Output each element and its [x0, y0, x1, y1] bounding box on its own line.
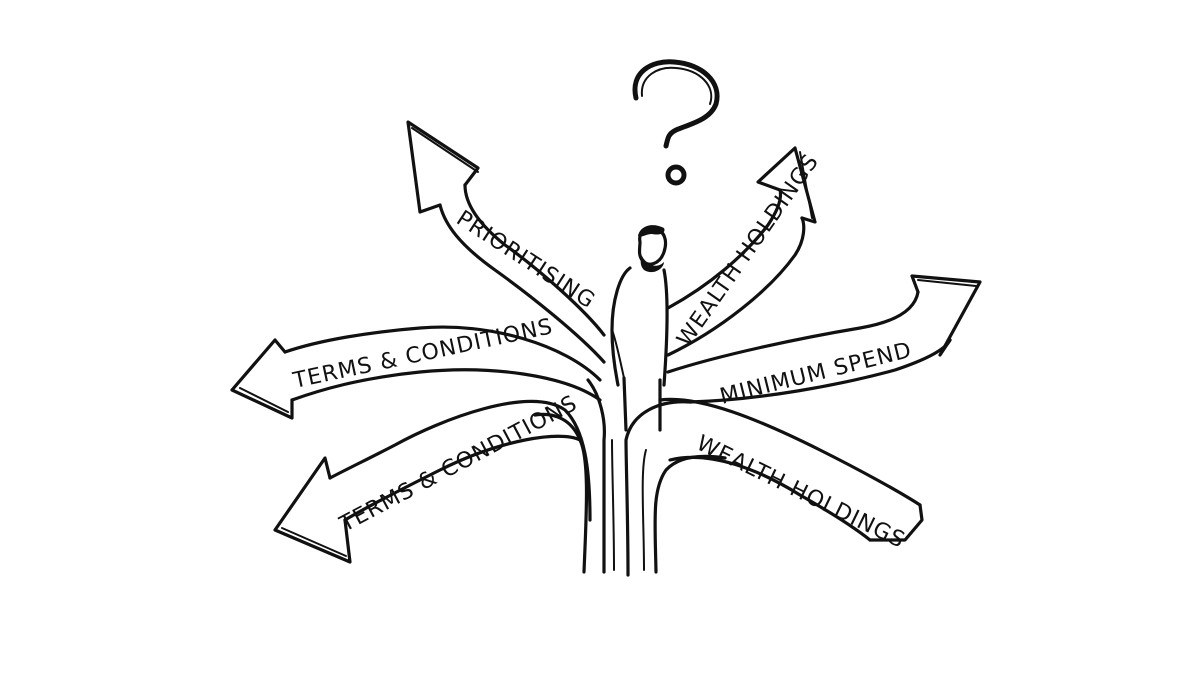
- person-figure: [610, 225, 669, 432]
- sign-label-wealth-bottom: WEALTH HOLDINGS: [692, 431, 909, 554]
- arrow-wealth-top: WEALTH HOLDINGS: [666, 146, 824, 357]
- sign-label-wealth-top: WEALTH HOLDINGS: [672, 150, 824, 352]
- arrow-terms-lower: TERMS & CONDITIONS: [273, 391, 592, 564]
- sign-label-prioritising: PRIORITISING: [452, 206, 600, 314]
- question-mark-icon: [632, 59, 720, 186]
- sign-label-terms-lower: TERMS & CONDITIONS: [335, 391, 582, 538]
- arrow-wealth-bottom: WEALTH HOLDINGS: [658, 397, 924, 554]
